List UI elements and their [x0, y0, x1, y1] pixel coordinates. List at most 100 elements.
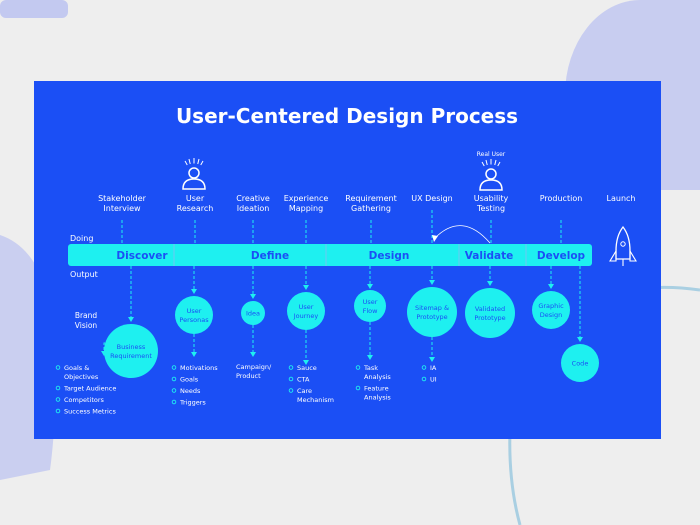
output-label: Prototype	[474, 314, 505, 322]
detail-item: Triggers	[179, 399, 206, 407]
detail-bullet	[421, 365, 427, 370]
output-label: Journey	[293, 312, 319, 320]
output-node	[465, 288, 515, 338]
user-icon-ray	[494, 159, 497, 166]
arrowhead	[577, 337, 583, 342]
output-node	[175, 296, 213, 334]
output-label: User	[363, 298, 378, 306]
detail-bullet	[55, 408, 61, 414]
detail-bullet	[55, 365, 61, 370]
output-label: User	[187, 307, 202, 315]
output-label: Prototype	[416, 313, 447, 321]
detail-item: Sauce	[297, 364, 317, 372]
arrowhead	[250, 352, 256, 357]
brand-vision-label: Vision	[75, 321, 98, 330]
output-label: Validated	[475, 305, 505, 313]
user-icon-ray	[200, 160, 204, 166]
user-icon-ray	[197, 158, 200, 165]
arrowhead	[429, 357, 435, 362]
detail-item: Competitors	[64, 396, 105, 404]
arrowhead	[367, 355, 373, 360]
phase-label: Develop	[537, 250, 586, 262]
activity-label: Interview	[103, 204, 141, 213]
detail-bullet	[55, 397, 61, 402]
output-label: Idea	[246, 310, 260, 318]
loop-arrowhead	[432, 235, 438, 242]
arrowhead	[191, 289, 197, 294]
detail-bullet	[288, 376, 294, 382]
detail-bullet	[55, 385, 61, 391]
real-user-icon	[479, 159, 503, 191]
real-user-label: Real User	[477, 151, 506, 158]
detail-bullet	[171, 399, 177, 405]
output-label: Requirement	[110, 352, 152, 360]
activity-label: Testing	[476, 204, 505, 213]
decor-rectangle	[0, 0, 68, 18]
row-label-output: Output	[70, 270, 98, 279]
output-node	[354, 290, 386, 322]
rocket-icon	[609, 225, 637, 266]
arrowhead	[128, 317, 134, 322]
output-node	[407, 287, 457, 337]
user-icon-body	[479, 179, 503, 191]
arrowhead	[303, 285, 309, 290]
output-label: Code	[572, 360, 589, 368]
output-node	[287, 292, 325, 330]
phase-bar-fill	[68, 244, 592, 266]
rocket-window	[620, 241, 626, 247]
diagram-title: User-Centered Design Process	[176, 104, 518, 128]
detail-item: Analysis	[364, 373, 391, 381]
detail-bullet	[355, 385, 361, 391]
detail-bullet	[288, 365, 294, 370]
arrowhead	[429, 280, 435, 285]
detail-item: UI	[430, 376, 437, 384]
phase-label: Design	[369, 250, 410, 262]
activity-label: UX Design	[411, 194, 453, 203]
output-node	[561, 344, 599, 382]
output-label: Personas	[179, 316, 209, 324]
activity-label: Gathering	[351, 204, 391, 213]
phase-label: Define	[251, 250, 289, 262]
detail-item: Task	[363, 364, 378, 372]
arrowhead	[487, 281, 493, 286]
output-label: Flow	[363, 307, 379, 315]
connector-lines	[101, 210, 583, 365]
detail-item: Goals	[180, 376, 199, 384]
output-node	[104, 324, 158, 378]
arrowhead	[303, 360, 309, 365]
phase-label: Validate	[465, 250, 514, 262]
detail-item: Target Audience	[63, 385, 116, 393]
user-icon-ray	[497, 161, 501, 167]
detail-item: Objectives	[64, 373, 99, 381]
user-icon	[182, 158, 206, 190]
activity-label: Launch	[607, 194, 636, 203]
output-label: Sitemap &	[415, 304, 449, 312]
activity-label: Stakeholder	[98, 194, 147, 203]
activity-label: Mapping	[289, 204, 323, 213]
detail-item: Feature	[364, 385, 389, 393]
activity-label: Creative	[236, 194, 270, 203]
detail-item: Success Metrics	[64, 408, 116, 416]
output-node	[241, 301, 265, 325]
rocket-fins	[609, 249, 637, 262]
detail-bullet	[171, 376, 177, 382]
output-node	[532, 291, 570, 329]
activity-label: Usability	[474, 194, 509, 203]
user-icon-head	[188, 167, 200, 179]
detail-item: IA	[430, 364, 437, 372]
detail-item: CTA	[297, 376, 310, 384]
detail-bullet	[171, 365, 177, 370]
output-label: Business	[117, 343, 146, 351]
loop-arrow-icon	[434, 225, 491, 244]
activity-label: Requirement	[345, 194, 396, 203]
user-icon-body	[182, 178, 206, 190]
user-icon-head	[485, 168, 497, 180]
user-icon-ray	[188, 158, 191, 165]
arrowhead	[250, 294, 256, 299]
arrowhead	[367, 284, 373, 289]
detail-item: Mechanism	[297, 396, 334, 404]
detail-bullet	[421, 376, 427, 382]
detail-item: Product	[236, 372, 261, 380]
